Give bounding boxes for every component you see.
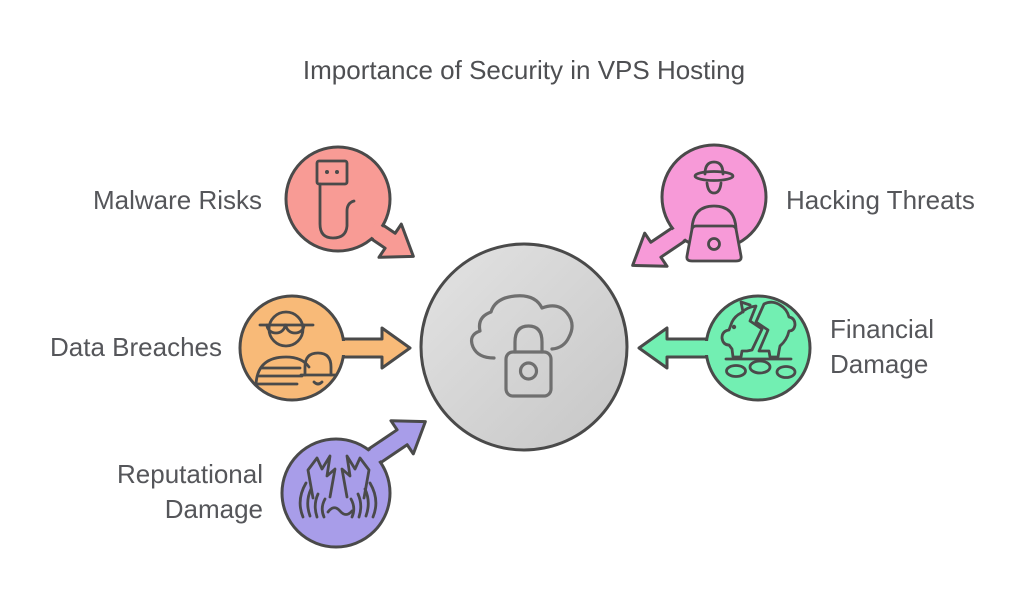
cloud-lock-icon [469,294,574,398]
label-reputational-line2: Damage [164,494,263,524]
usb-drive-icon [315,159,356,240]
node-reputational-damage [280,419,427,549]
node-financial-damage [637,294,812,402]
label-financial-line2: Damage [830,349,929,379]
malware-circle [284,145,392,253]
hacker-laptop-icon [685,160,743,263]
reputational-circle [280,437,392,549]
center-circle [419,242,629,452]
label-malware-risks: Malware Risks [92,185,262,215]
node-data-breaches [238,294,412,402]
label-data-breaches: Data Breaches [50,332,222,362]
label-financial-damage: Financial Damage [830,312,934,382]
person-sunglasses-bell-icon [254,310,337,387]
diagram-title: Importance of Security in VPS Hosting [302,55,746,85]
node-hacking-threats [631,143,768,268]
label-hacking-threats: Hacking Threats [786,185,975,215]
broken-glass-hands-icon [298,454,378,519]
center-node [419,242,629,452]
label-reputational-line1: Reputational [117,459,263,489]
label-financial-line1: Financial [830,314,935,344]
financial-circle [704,294,812,402]
node-malware-risks [284,145,415,259]
broken-piggy-bank-icon [720,300,797,379]
label-reputational-damage: Reputational Damage [117,457,263,527]
